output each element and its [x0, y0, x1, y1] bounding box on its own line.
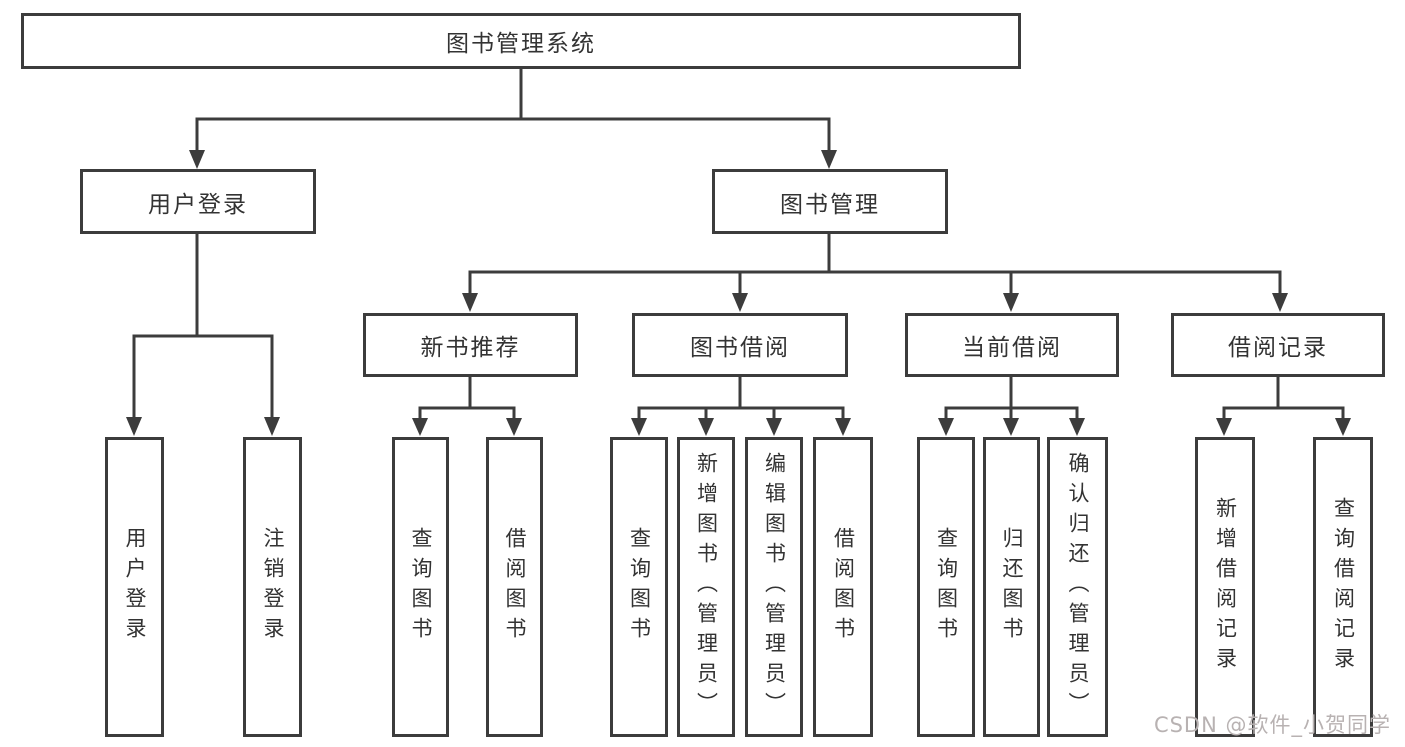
- leaf-query-books-borrow: 查询图书: [610, 437, 668, 737]
- leaf-logout: 注销登录: [243, 437, 302, 737]
- leaf-logout-label: 注销登录: [261, 527, 285, 647]
- node-user-login: 用户登录: [80, 169, 316, 234]
- leaf-query-borrow-record-label: 查询借阅记录: [1331, 497, 1356, 677]
- leaf-user-login-label: 用户登录: [123, 527, 147, 647]
- leaf-borrow-books-label: 借阅图书: [831, 527, 856, 647]
- connector-book-borrow: [631, 374, 851, 436]
- node-book-management: 图书管理: [712, 169, 948, 234]
- node-library-management-system: 图书管理系统: [21, 13, 1021, 69]
- leaf-query-books-recommend: 查询图书: [392, 437, 449, 737]
- node-current-borrow: 当前借阅: [905, 313, 1119, 377]
- leaf-add-borrow-record-label: 新增借阅记录: [1213, 497, 1238, 677]
- node-new-book-recommend: 新书推荐: [363, 313, 578, 377]
- leaf-query-books-recommend-label: 查询图书: [409, 527, 433, 647]
- node-book-borrow: 图书借阅: [632, 313, 848, 377]
- leaf-query-borrow-record: 查询借阅记录: [1313, 437, 1373, 737]
- leaf-return-book-label: 归还图书: [1000, 527, 1024, 647]
- leaf-edit-book-admin: 编辑图书（管理员）: [745, 437, 803, 737]
- leaf-user-login: 用户登录: [105, 437, 164, 737]
- connector-current-borrow: [938, 374, 1085, 436]
- watermark: CSDN @软件_小贺同学: [1153, 713, 1391, 737]
- leaf-query-books-current: 查询图书: [917, 437, 975, 737]
- leaf-add-borrow-record: 新增借阅记录: [1195, 437, 1255, 737]
- leaf-confirm-return-admin: 确认归还（管理员）: [1047, 437, 1108, 737]
- connector-user-login: [126, 231, 280, 436]
- node-borrow-records: 借阅记录: [1171, 313, 1385, 377]
- connector-new-book-recommend: [412, 374, 522, 436]
- leaf-confirm-return-admin-label: 确认归还（管理员）: [1066, 452, 1090, 722]
- leaf-borrow-books-recommend: 借阅图书: [486, 437, 543, 737]
- leaf-edit-book-admin-label: 编辑图书（管理员）: [762, 452, 787, 722]
- leaf-query-books-borrow-label: 查询图书: [627, 527, 652, 647]
- leaf-query-books-current-label: 查询图书: [934, 527, 959, 647]
- leaf-borrow-books: 借阅图书: [813, 437, 873, 737]
- leaf-return-book: 归还图书: [983, 437, 1040, 737]
- leaf-add-book-admin: 新增图书（管理员）: [677, 437, 735, 737]
- leaf-add-book-admin-label: 新增图书（管理员）: [694, 452, 719, 722]
- connector-root: [189, 66, 837, 169]
- connector-borrow-records: [1216, 374, 1351, 436]
- connector-book-management: [462, 231, 1288, 312]
- leaf-borrow-books-recommend-label: 借阅图书: [503, 527, 527, 647]
